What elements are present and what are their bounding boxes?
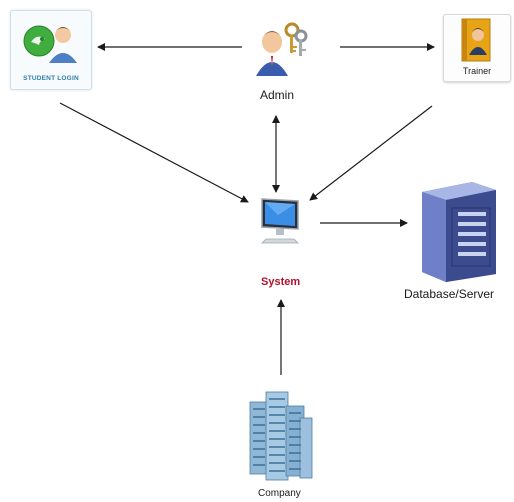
edge-student-login-to-system [59, 102, 249, 203]
company-label: Company [258, 488, 301, 499]
trainer-book-icon [461, 18, 491, 62]
trainer-label: Trainer [462, 66, 492, 76]
edge-trainer-to-system [309, 105, 433, 201]
admin-label: Admin [260, 88, 295, 102]
computer-monitor-icon [261, 198, 299, 244]
student-login-node: STUDENT LOGIN [10, 10, 92, 90]
server-tower-icon [422, 182, 496, 282]
student-login-label: STUDENT LOGIN [23, 75, 79, 82]
office-buildings-icon [249, 391, 313, 481]
trainer-node: Trainer [443, 14, 511, 82]
database-server-label: Database/Server [404, 287, 495, 301]
system-label: System [261, 276, 301, 288]
admin-keys-icon [256, 22, 308, 76]
student-login-icon [23, 25, 77, 63]
